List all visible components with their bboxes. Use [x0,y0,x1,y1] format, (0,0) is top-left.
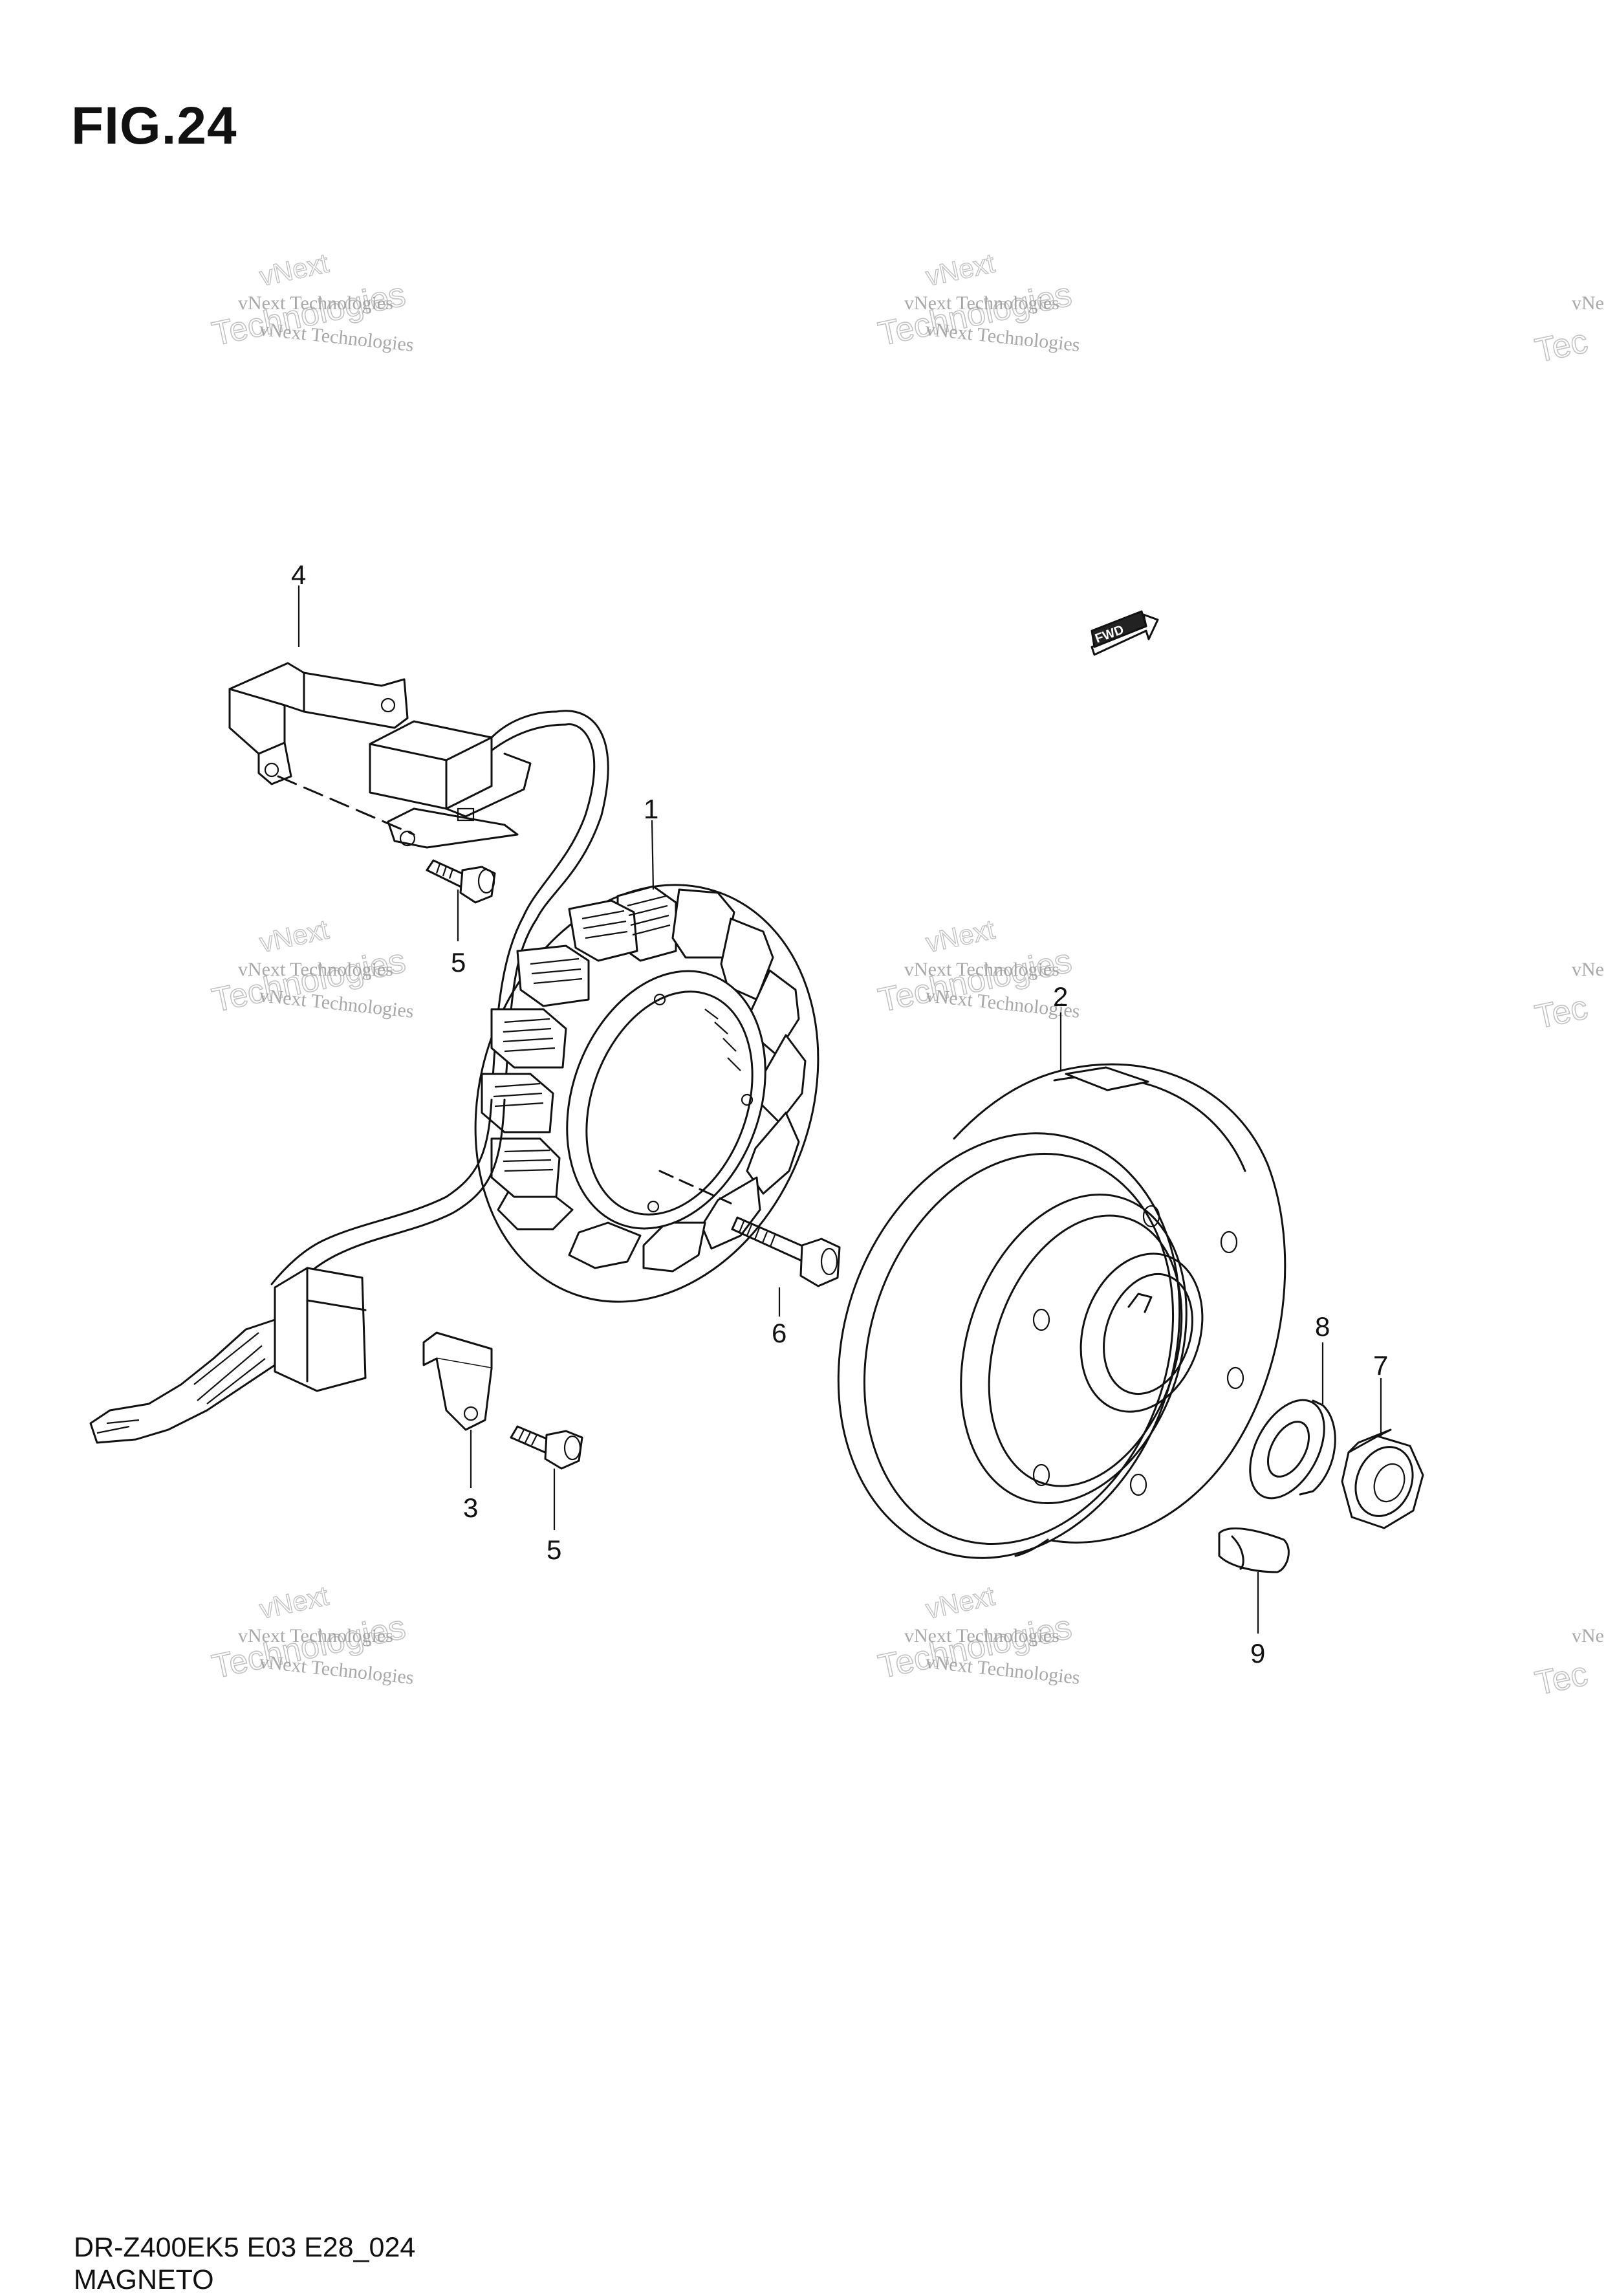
callout-9: 9 [1250,1638,1265,1668]
part-2-rotor [837,1063,1286,1559]
stator-coils [481,885,807,1273]
callout-7: 7 [1373,1350,1388,1381]
watermark-partial-big: Tec [1532,1655,1590,1703]
part-9-key [1218,1527,1290,1573]
callout-leaders [298,585,1382,1634]
figure-title: FIG.24 [71,96,237,155]
watermark-partial-big: Tec [1532,322,1590,370]
connector-block [277,710,609,1101]
part-1-stator [474,884,819,1303]
watermark-big-line1: vNext [923,248,997,292]
callout-4: 4 [291,560,306,590]
watermark-small: vNext Technologies [238,292,393,314]
section-name: MAGNETO [74,2264,214,2295]
part-4-bracket [228,662,409,785]
watermark-big-line1: vNext [257,1580,331,1624]
callout-numbers: 4 1 5 2 6 8 7 3 5 9 [291,560,1388,1668]
callout-5-upper: 5 [451,947,466,978]
watermark-partial-big: Tec [1532,989,1590,1036]
callout-6: 6 [772,1318,787,1348]
watermark-small: vNext Technologies [904,1625,1059,1646]
callout-8: 8 [1315,1311,1330,1342]
watermark-partial: vNe [1572,1625,1604,1646]
callout-3: 3 [463,1492,478,1523]
callout-1: 1 [644,794,658,824]
watermark-small: vNext Technologies [238,959,393,980]
watermark-big-line1: vNext [923,1580,997,1624]
part-5-bolt-lower [510,1425,583,1470]
watermark-big-line1: vNext [257,914,331,958]
watermark-partial: vNe [1572,292,1604,314]
watermark-small: vNext Technologies [904,959,1059,980]
watermark-small: vNext Technologies [904,292,1059,314]
callout-2: 2 [1053,981,1068,1012]
callout-5-lower: 5 [547,1535,561,1565]
part-8-washer [1249,1399,1336,1500]
model-code: DR-Z400EK5 E03 E28_024 [74,2232,416,2263]
stator-winding-lines [493,895,671,1172]
fwd-arrow-icon: FWD [1091,610,1159,656]
part-3-clamp [422,1331,493,1431]
wire-harness-lower [89,1099,506,1444]
part-5-bolt-upper [426,859,496,904]
watermark-partial: vNe [1572,959,1604,980]
part-6-bolt [658,1170,841,1287]
watermark-small: vNext Technologies [238,1625,393,1646]
watermark-big-line1: vNext [257,248,331,292]
part-7-nut [1341,1428,1424,1529]
watermark-big-line1: vNext [923,914,997,958]
